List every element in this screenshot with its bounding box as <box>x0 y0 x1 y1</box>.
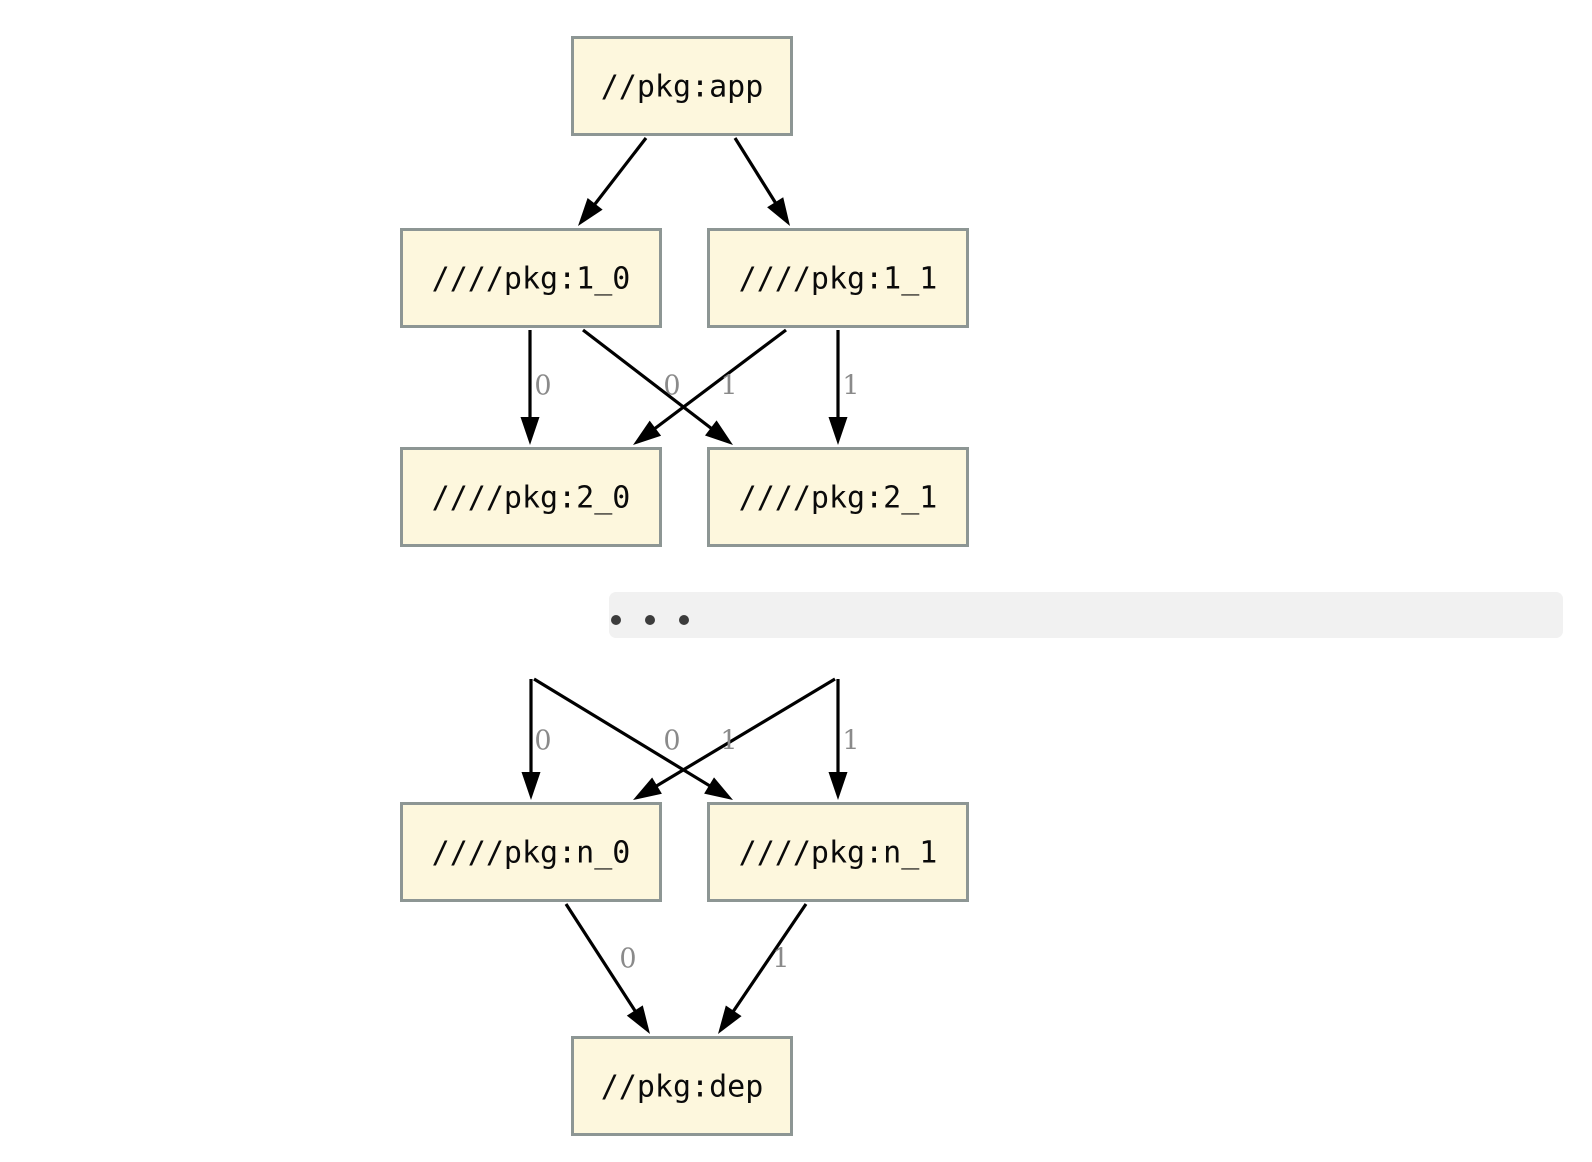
edge-arrowhead <box>767 197 790 226</box>
graph-node-ln_0[interactable]: ////pkg:n_0 <box>400 802 662 902</box>
edge-line <box>651 677 836 791</box>
edge-label: 1 <box>720 371 737 402</box>
graph-edge <box>828 330 848 445</box>
edge-arrowhead <box>520 417 540 445</box>
node-label: ////pkg:n_0 <box>432 836 631 871</box>
ellipsis-dot-1 <box>611 615 621 625</box>
edge-label: 1 <box>842 726 859 757</box>
node-box[interactable] <box>400 447 662 547</box>
graph-node-l2_1[interactable]: ////pkg:2_1 <box>707 447 969 547</box>
node-box[interactable] <box>400 802 662 902</box>
node-box[interactable] <box>707 802 969 902</box>
edge-line <box>729 903 808 1017</box>
edge-arrowhead <box>704 777 733 800</box>
edge-labels-layer: 0 0 1 1 0 0 1 1 0 1 <box>534 371 859 975</box>
graph-edge <box>520 330 540 445</box>
graph-edge <box>521 679 541 800</box>
graph-edge <box>633 328 787 445</box>
node-box[interactable] <box>707 228 969 328</box>
edge-arrowhead <box>633 777 662 800</box>
edges-layer <box>520 137 848 1034</box>
node-box[interactable] <box>571 1036 793 1136</box>
edge-arrowhead <box>718 1005 742 1034</box>
edge-arrowhead <box>626 1005 650 1034</box>
node-label: ////pkg:1_0 <box>432 262 631 297</box>
edge-line <box>590 137 648 210</box>
edge-line <box>564 903 640 1017</box>
edge-label: 1 <box>720 726 737 757</box>
ellipsis-separator <box>609 592 1563 638</box>
node-box[interactable] <box>571 36 793 136</box>
edge-label: 1 <box>772 944 789 975</box>
ellipsis-band <box>609 592 1563 638</box>
edge-label: 1 <box>842 371 859 402</box>
ellipsis-dot-2 <box>645 615 655 625</box>
edge-line <box>649 328 787 434</box>
node-label: ////pkg:2_0 <box>432 481 631 516</box>
graph-node-ln_1[interactable]: ////pkg:n_1 <box>707 802 969 902</box>
edge-label: 0 <box>663 726 680 757</box>
graph-edge <box>564 903 650 1034</box>
edge-line <box>582 328 717 433</box>
edge-label: 0 <box>619 944 636 975</box>
node-box[interactable] <box>707 447 969 547</box>
node-label: ////pkg:n_1 <box>739 836 938 871</box>
graph-edge <box>718 903 808 1034</box>
nodes-layer: //pkg:app ////pkg:1_0 ////pkg:1_1 ////pkg:2… <box>400 36 969 1136</box>
edge-arrowhead <box>828 772 848 800</box>
ellipsis-dot-3 <box>679 615 689 625</box>
edge-arrowhead <box>828 417 848 445</box>
graph-edge <box>533 677 733 800</box>
edge-line <box>733 137 780 209</box>
graph-edge <box>828 679 848 800</box>
graph-edge <box>582 328 733 445</box>
node-label: //pkg:dep <box>601 1070 764 1105</box>
edge-label: 0 <box>663 371 680 402</box>
edge-label: 0 <box>534 726 551 757</box>
edge-arrowhead <box>521 772 541 800</box>
graph-node-app[interactable]: //pkg:app <box>571 36 793 136</box>
edge-line <box>533 677 716 790</box>
edge-arrowhead <box>704 420 733 445</box>
edge-label: 0 <box>534 371 551 402</box>
graph-edge <box>633 677 836 800</box>
node-label: ////pkg:2_1 <box>739 481 938 516</box>
graph-node-l2_0[interactable]: ////pkg:2_0 <box>400 447 662 547</box>
edge-arrowhead <box>633 420 662 445</box>
node-label: ////pkg:1_1 <box>739 262 938 297</box>
graph-node-l1_1[interactable]: ////pkg:1_1 <box>707 228 969 328</box>
node-label: //pkg:app <box>601 70 764 105</box>
graph-edge <box>733 137 790 226</box>
node-box[interactable] <box>400 228 662 328</box>
graph-edge <box>578 137 648 226</box>
edge-arrowhead <box>578 198 603 226</box>
graph-node-dep[interactable]: //pkg:dep <box>571 1036 793 1136</box>
graph-node-l1_0[interactable]: ////pkg:1_0 <box>400 228 662 328</box>
